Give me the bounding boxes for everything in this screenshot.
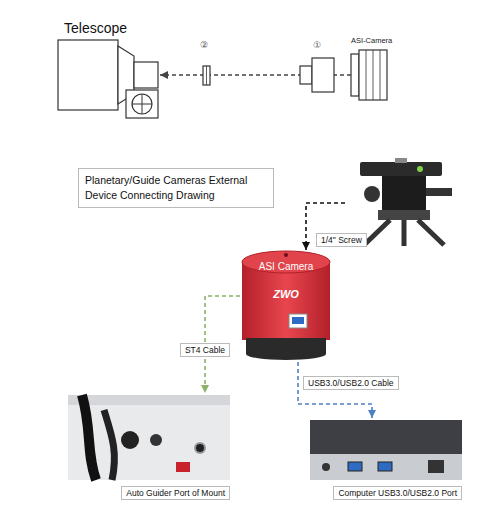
mount-cable — [82, 395, 96, 480]
edge-label: 1/4" Screw — [316, 233, 367, 247]
tripod-knob — [364, 186, 380, 202]
mount-connector — [121, 431, 139, 449]
ethernet-socket — [428, 460, 444, 473]
tripod-level — [417, 166, 423, 172]
callout-number: ① — [313, 40, 321, 51]
mount-panel-edge — [68, 395, 230, 405]
telescope-drawing: Telescope — [50, 18, 160, 122]
mount-cable — [104, 410, 114, 480]
tripod-handle — [426, 188, 452, 196]
tripod-base — [378, 210, 430, 220]
tripod-leg — [364, 220, 390, 245]
node-label: Telescope — [64, 20, 127, 37]
node-label: ASI-Camera — [351, 36, 392, 45]
edge-label: ST4 Cable — [180, 343, 230, 357]
camera-top — [242, 251, 330, 273]
telescope-tube — [58, 40, 118, 110]
camera-photo: ASI Camera — [240, 250, 332, 362]
tripod-plate — [360, 162, 442, 176]
tripod-screw — [395, 158, 407, 163]
telescope-focuser — [134, 62, 158, 88]
telescope-diagonal — [126, 90, 158, 118]
camera-rib — [366, 50, 367, 100]
ring-line — [206, 66, 207, 85]
edge-label: USB3.0/USB2.0 Cable — [303, 376, 399, 390]
knob-cross — [142, 94, 143, 114]
audio-jack — [322, 463, 330, 471]
camera-cylinder — [242, 262, 330, 340]
spacer-ring — [203, 66, 210, 85]
photo-caption: Computer USB3.0/USB2.0 Port — [333, 486, 462, 500]
st4-cable-connector — [205, 296, 240, 393]
mount-panel — [68, 395, 230, 480]
camera-base-bottom — [246, 348, 326, 360]
callout-number: ② — [200, 40, 208, 51]
adapter-nose — [300, 66, 312, 84]
camera-rib — [380, 50, 381, 100]
camera-front — [351, 54, 359, 96]
camera-side-drawing: ASI-Camera — [351, 36, 403, 104]
usb-socket — [378, 462, 392, 471]
node-label: ASI Camera — [259, 261, 313, 273]
adapter-body — [312, 58, 334, 92]
laptop-keyboard — [310, 420, 462, 454]
screw-hole — [284, 253, 288, 257]
tripod-photo — [345, 158, 457, 248]
tripod-leg — [402, 220, 407, 246]
camera-body — [359, 50, 387, 100]
usb-port — [292, 317, 304, 324]
tripod-body — [382, 176, 426, 210]
usb-cable-connector — [298, 362, 372, 418]
mount-connector — [150, 434, 162, 446]
telescope-knob — [132, 94, 152, 114]
laptop-side — [310, 454, 462, 480]
screw-connector — [306, 203, 345, 250]
tripod-leg — [418, 220, 444, 245]
brand-logo: ZWO — [273, 288, 299, 301]
computer-port-photo: Computer USB3.0/USB2.0 Port — [306, 418, 464, 503]
mount-port-photo: Auto Guider Port of Mount — [66, 393, 232, 503]
usb-port-frame — [289, 314, 307, 328]
mount-switch — [176, 462, 190, 472]
usb-socket — [348, 462, 362, 471]
photo-caption: Auto Guider Port of Mount — [121, 486, 230, 500]
st4-port — [195, 443, 205, 453]
drawing-title: Planetary/Guide Cameras External Device … — [78, 168, 274, 208]
camera-rib — [373, 50, 374, 100]
